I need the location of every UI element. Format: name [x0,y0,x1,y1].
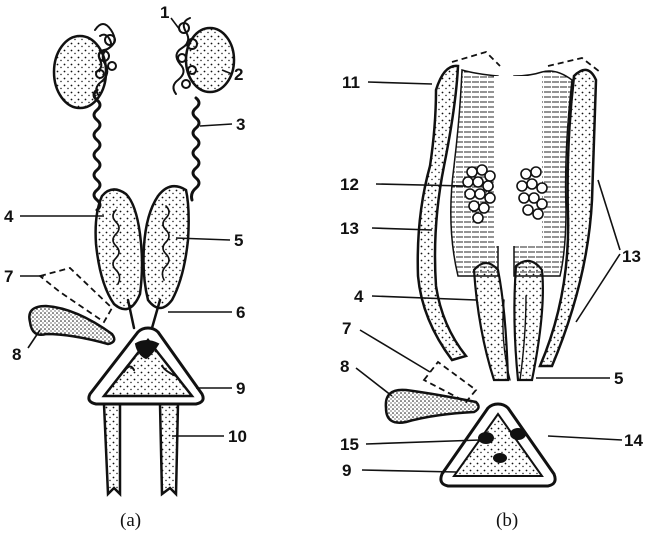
label-15: 15 [340,435,359,454]
leg-right-a [160,404,178,494]
leg-left-a [104,404,120,494]
label-1: 1 [160,3,169,22]
uterus-right [144,186,189,308]
ovary-right [186,28,234,92]
label-6: 6 [236,303,245,322]
label-7: 7 [4,267,13,286]
caption-a: (a) [120,510,141,531]
panel-b [356,52,622,486]
label-9b: 9 [342,461,351,480]
label-5: 5 [234,231,243,250]
label-13-left: 13 [340,219,359,238]
caption-b: (b) [496,510,518,531]
label-8: 8 [12,345,21,364]
oviduct-right [192,98,200,200]
label-5b: 5 [614,369,623,388]
label-2: 2 [234,65,243,84]
label-13-right: 13 [622,247,641,266]
label-7b: 7 [342,319,351,338]
label-12: 12 [340,175,359,194]
label-4: 4 [4,207,14,226]
oviduct-left [94,90,100,210]
gland-a [29,306,114,344]
label-14: 14 [624,431,643,450]
gland-b [386,390,479,423]
label-9: 9 [236,379,245,398]
label-3: 3 [236,115,245,134]
label-10: 10 [228,427,247,446]
label-11: 11 [342,73,360,92]
panel-a [20,18,234,494]
label-8b: 8 [340,357,349,376]
cervix-right-b [514,261,542,380]
ovary-left [54,36,106,108]
label-4b: 4 [354,287,364,306]
